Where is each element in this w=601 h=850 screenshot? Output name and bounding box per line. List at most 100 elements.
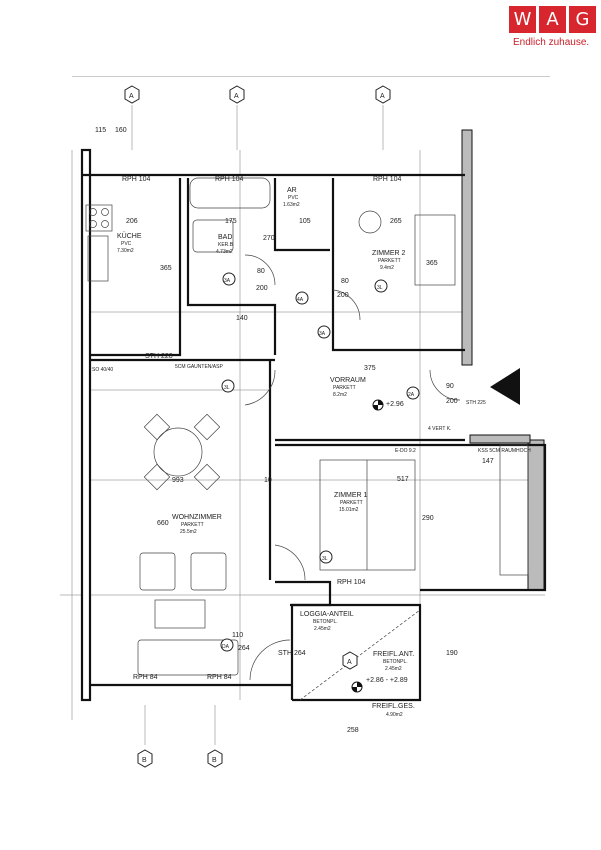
plan-text: 200 xyxy=(337,292,349,299)
plan-text: 517 xyxy=(397,476,409,483)
plan-text: 200 xyxy=(446,398,458,405)
grid-markers: A A A B B A xyxy=(124,85,391,768)
plan-text: PVC xyxy=(121,241,132,247)
grid-lines xyxy=(60,105,545,745)
plan-text: B xyxy=(212,757,217,764)
plan-text: RPH 104 xyxy=(215,176,244,183)
grid-marker: A xyxy=(375,85,391,104)
plan-text: 3A xyxy=(319,331,326,337)
plan-text: BETONPL. xyxy=(313,619,338,625)
door-tag: 3L xyxy=(319,550,333,564)
plan-text: WOHNZIMMER xyxy=(172,514,222,521)
plan-text: RPH 84 xyxy=(133,674,158,681)
plan-text: FREIFL.ANT. xyxy=(373,651,414,658)
plan-text: KER.B xyxy=(218,242,234,248)
plan-text: PARKETT xyxy=(333,385,356,391)
brand-tagline: Endlich zuhause. xyxy=(513,37,590,48)
plan-text: BETONPL. xyxy=(383,659,408,665)
plan-text: 258 xyxy=(347,727,359,734)
plan-text: STH 264 xyxy=(278,650,306,657)
plan-text: 80 xyxy=(341,278,349,285)
plan-text: 140 xyxy=(236,315,248,322)
room-freiflaeche-gesamt: FREIFL.GES. 4.90m2 xyxy=(372,703,415,718)
plan-text: KÜCHE xyxy=(117,232,142,240)
plan-text: +2.86 - +2.89 xyxy=(366,677,408,684)
plan-text: 3L xyxy=(224,385,230,391)
plan-text: 90 xyxy=(446,383,454,390)
wag-logo: W A G xyxy=(509,6,597,36)
plan-text: ZIMMER 1 xyxy=(334,492,368,499)
plan-text: PARKETT xyxy=(378,258,401,264)
grid-marker: A xyxy=(124,85,140,104)
door-tag: 4A xyxy=(295,291,309,305)
plan-text: B xyxy=(142,757,147,764)
plan-text: 160 xyxy=(115,127,127,134)
plan-text: 206 xyxy=(126,218,138,225)
plan-text: PARKETT xyxy=(340,500,363,506)
plan-text: LOGGIA-ANTEIL xyxy=(300,611,354,618)
plan-text: SO 40/40 xyxy=(92,367,113,373)
plan-text: E-DO 9.2 xyxy=(395,448,416,454)
header-divider xyxy=(72,76,550,77)
plan-text: A xyxy=(129,93,134,100)
door-tags: 3A 3A 4A 3L 3L 3L 2A DA xyxy=(220,272,420,652)
plan-text: PVC xyxy=(288,195,299,201)
plan-text: PARKETT xyxy=(181,522,204,528)
plan-text: 9.4m2 xyxy=(380,265,394,271)
entrance-arrow-icon xyxy=(490,368,520,405)
plan-text: RPH 104 xyxy=(122,176,151,183)
plan-text: 190 xyxy=(446,650,458,657)
grid-marker: B xyxy=(207,749,223,768)
plan-text: 2.45m2 xyxy=(314,626,331,632)
plan-text: 1.63m2 xyxy=(283,202,300,208)
plan-text: 5CM GAUNTEN/ASP xyxy=(175,364,223,370)
plan-text: STH 228 xyxy=(145,353,173,360)
plan-text: DA xyxy=(222,644,230,650)
plan-text: 15.01m2 xyxy=(339,507,359,513)
grid-marker: A xyxy=(229,85,245,104)
door-tag: 3A xyxy=(222,272,236,286)
door-tag: DA xyxy=(220,638,234,652)
plan-text: 290 xyxy=(422,515,434,522)
level-markers: +2.96 +2.86 - +2.89 xyxy=(351,399,408,693)
plan-text: 365 xyxy=(160,265,172,272)
plan-text: RPH 104 xyxy=(373,176,402,183)
plan-text: A xyxy=(380,93,385,100)
dimension-labels: 206 175 105 265 365 365 270 80 200 80 20… xyxy=(92,127,531,734)
furniture xyxy=(85,177,529,676)
grid-marker: B xyxy=(137,749,153,768)
plan-text: 4.73m2 xyxy=(216,249,233,255)
plan-text: 265 xyxy=(390,218,402,225)
plan-text: 2.45m2 xyxy=(385,666,402,672)
plan-text: KSS 5CM RAUMHOCH xyxy=(478,448,531,454)
plan-text: 365 xyxy=(426,260,438,267)
plan-text: FREIFL.GES. xyxy=(372,703,415,710)
plan-text: VORRAUM xyxy=(330,377,366,384)
plan-text: 147 xyxy=(482,458,494,465)
room-freiflaeche-anteil: FREIFL.ANT.BETONPL.2.45m2 xyxy=(373,651,414,672)
plan-text: 115 xyxy=(95,127,106,134)
plan-text: 4.90m2 xyxy=(386,712,403,718)
plan-text: 3A xyxy=(224,278,231,284)
plan-text: +2.96 xyxy=(386,401,404,408)
plan-text: RPH 104 xyxy=(337,579,366,586)
plan-text: 8.2m2 xyxy=(333,392,347,398)
logo-letter: A xyxy=(539,6,566,33)
door-tag: 3L xyxy=(221,379,235,393)
plan-text: 993 xyxy=(172,477,184,484)
window-labels: RPH 104 RPH 104 RPH 104 RPH 104 RPH 84 R… xyxy=(122,176,402,681)
plan-text: 4 VERT K. xyxy=(428,426,451,432)
plan-text: BAD xyxy=(218,234,232,241)
plan-text: 200 xyxy=(256,285,268,292)
plan-text: 110 xyxy=(232,632,243,639)
plan-text: 4A xyxy=(297,297,304,303)
plan-text: STH 225 xyxy=(466,400,486,406)
plan-text: 660 xyxy=(157,520,169,527)
plan-text: 3L xyxy=(377,285,383,291)
